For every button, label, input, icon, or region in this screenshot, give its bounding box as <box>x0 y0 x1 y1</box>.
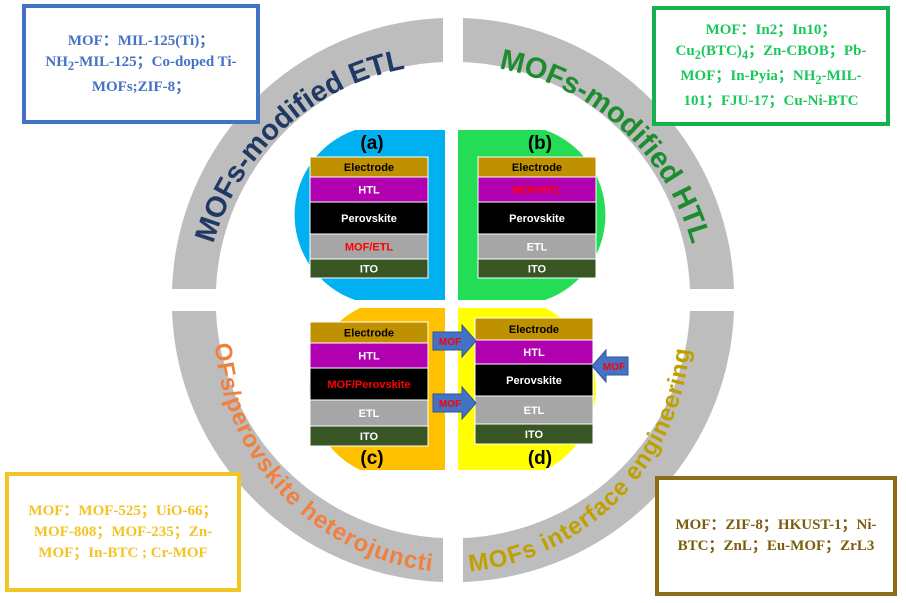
layer-ito <box>474 423 594 445</box>
layer-label-electrode: Electrode <box>512 162 562 174</box>
ring-segment-bottom-right <box>463 311 734 582</box>
layer-label-htl: HTL <box>523 347 545 359</box>
layer-label-htl: HTL <box>358 185 380 197</box>
layer-label-perovskite: Perovskite <box>509 213 565 225</box>
layer-label-etl: ETL <box>527 242 548 254</box>
layer-label-ito: ITO <box>360 264 379 276</box>
box-a-line2: -MIL-125；Co-doped Ti-MOFs;ZIF-8； <box>74 53 237 95</box>
ring-segment-bottom-left <box>172 311 443 582</box>
box-a-line1: MOF：MIL-125(Ti)； <box>67 32 215 49</box>
quadrant-c-letter: (c) <box>360 448 383 469</box>
box-a-nh2-subscript: 2 <box>67 58 75 73</box>
layer-label-etl: ETL <box>524 405 545 417</box>
box-b-btc: (BTC) <box>700 43 742 59</box>
layer-label-htl: MOF/HTL <box>513 185 562 197</box>
device-stacks: ElectrodeHTLPerovskiteMOF/ETLITOElectrod… <box>309 156 597 447</box>
box-b-tail: -MIL-101；FJU-17；Cu-Ni-BTC <box>683 68 862 109</box>
mof-arrow-right: MOF <box>591 348 629 384</box>
box-b-cu: Cu <box>675 43 695 59</box>
mof-arrow-label: MOF <box>439 337 461 348</box>
layer-label-electrode: Electrode <box>344 328 394 340</box>
box-b-prefix: MOF：In2；In10； <box>705 22 837 38</box>
info-box-htl: MOF：In2；In10； Cu2(BTC)4；Zn-CBOB；Pb-MOF；I… <box>652 6 890 126</box>
info-box-etl: MOF：MIL-125(Ti)； NH2-MIL-125；Co-doped Ti… <box>22 4 260 124</box>
mof-arrow-top-left: MOF <box>432 323 477 359</box>
layer-label-ito: ITO <box>360 431 379 443</box>
layer-label-electrode: Electrode <box>509 324 559 336</box>
box-b-btc-subscript: 4 <box>741 48 749 62</box>
layer-label-ito: ITO <box>528 264 547 276</box>
layer-etl <box>309 399 429 427</box>
quadrant-b-letter: (b) <box>528 133 552 154</box>
layer-label-etl: ETL <box>359 408 380 420</box>
mof-arrow-label: MOF <box>439 399 461 410</box>
box-d-text: MOF：ZIF-8；HKUST-1；Ni-BTC；ZnL；Eu-MOF；ZrL3 <box>675 517 877 554</box>
ring-segment-top-left <box>172 18 443 289</box>
layer-perovskite <box>474 363 594 397</box>
layer-ito <box>477 258 597 279</box>
layer-htl <box>309 176 429 203</box>
layer-label-perovskite: Perovskite <box>506 375 562 387</box>
box-a-nh2: NH <box>45 53 68 70</box>
layer-perovskite <box>477 201 597 235</box>
info-box-interface: MOF：ZIF-8；HKUST-1；Ni-BTC；ZnL；Eu-MOF；ZrL3 <box>655 476 897 596</box>
layer-label-etl: MOF/ETL <box>345 242 394 254</box>
info-box-heterojunction: MOF：MOF-525；UiO-66；MOF-808；MOF-235；Zn-MO… <box>5 472 241 592</box>
layer-label-perovskite: MOF/Perovskite <box>327 379 410 391</box>
quadrant-d-letter: (d) <box>528 448 552 469</box>
box-c-text: MOF：MOF-525；UiO-66；MOF-808；MOF-235；Zn-MO… <box>28 502 218 561</box>
mof-arrow-bottom-left: MOF <box>432 385 477 421</box>
quadrant-a-letter: (a) <box>360 133 383 154</box>
layer-label-htl: HTL <box>358 351 380 363</box>
layer-label-perovskite: Perovskite <box>341 213 397 225</box>
box-b-cu-subscript: 2 <box>694 48 701 62</box>
layer-ito <box>309 425 429 447</box>
ring-segment-top-right <box>463 18 734 289</box>
layer-htl <box>474 339 594 365</box>
box-b-rest: ；Zn-CBOB；Pb-MOF；In-Pyia；NH <box>680 43 867 84</box>
layer-ito <box>309 258 429 279</box>
layer-label-electrode: Electrode <box>344 162 394 174</box>
mof-arrow-label: MOF <box>603 362 625 373</box>
layer-label-ito: ITO <box>525 429 544 441</box>
box-b-nh2-subscript: 2 <box>815 73 822 87</box>
layer-etl <box>477 233 597 260</box>
outer-ring <box>172 18 734 582</box>
layer-etl <box>474 395 594 425</box>
